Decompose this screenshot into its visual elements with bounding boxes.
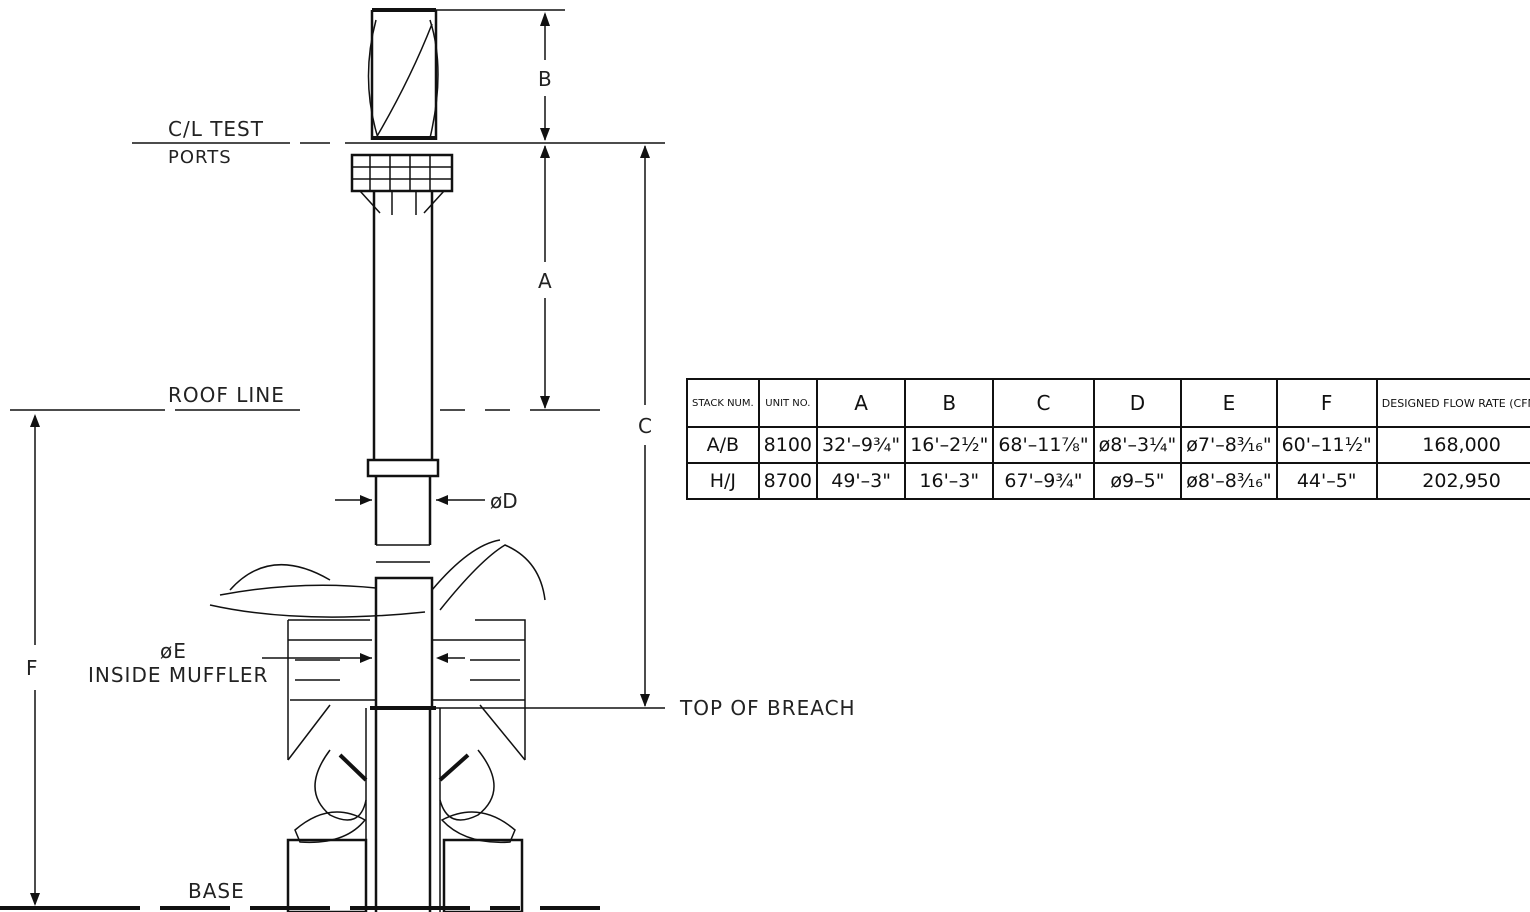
table-cell: H/J [686, 462, 760, 500]
dimension-b-label: B [538, 67, 552, 91]
stack-lower-body [374, 476, 432, 579]
table-cell: 68'–11⅞" [992, 426, 1095, 464]
col-c: C [992, 378, 1095, 428]
table-cell: 168,000 [1375, 426, 1530, 464]
stack-top-section [367, 8, 439, 140]
dimension-c-label: C [638, 414, 652, 438]
table-row: A/B 8100 32'–9¾" 16'–2½" 68'–11⅞" ø8'–3¼… [686, 426, 1530, 464]
table-header-row: STACK NUM. UNIT NO. A B C D E F DESIGNED… [686, 378, 1530, 428]
dimension-f-label: F [26, 656, 38, 680]
dimension-a [540, 145, 550, 409]
col-e: E [1180, 378, 1278, 428]
table-cell: 60'–11½" [1275, 426, 1378, 464]
top-of-breach-label: TOP OF BREACH [679, 696, 856, 720]
table-cell: 67'–9¾" [992, 462, 1095, 500]
table-cell: ø7'–8³⁄₁₆" [1180, 426, 1278, 464]
table-cell: ø8'–3¼" [1092, 426, 1183, 464]
dimension-b [540, 12, 550, 141]
table-cell: 16'–2½" [904, 426, 995, 464]
table-cell: ø8'–8³⁄₁₆" [1180, 462, 1278, 500]
table-cell: 202,950 [1375, 462, 1530, 500]
dimension-d [335, 495, 485, 505]
table-cell: 8100 [757, 426, 819, 464]
table-cell: 16'–3" [904, 462, 995, 500]
table-cell: 32'–9¾" [816, 426, 907, 464]
roof-line-label: ROOF LINE [168, 383, 285, 407]
muffler [209, 539, 546, 761]
dimension-a-label: A [538, 269, 552, 293]
col-flow-rate: DESIGNED FLOW RATE (CFM) [1375, 378, 1530, 428]
col-unit-no: UNIT NO. [757, 378, 819, 428]
dimension-c [640, 145, 650, 707]
dimension-f [30, 414, 40, 906]
col-b: B [904, 378, 995, 428]
inside-muffler-label-line2: INSIDE MUFFLER [88, 663, 268, 687]
breach-inlet [286, 708, 524, 912]
dimension-d-label: øD [490, 489, 518, 513]
test-ports-label-line2: PORTS [168, 147, 232, 168]
table-row: H/J 8700 49'–3" 16'–3" 67'–9¾" ø9–5" ø8'… [686, 462, 1530, 500]
table-cell: 44'–5" [1275, 462, 1378, 500]
col-d: D [1092, 378, 1183, 428]
col-stack-num: STACK NUM. [686, 378, 760, 428]
stack-upper-body [372, 191, 434, 460]
base-label: BASE [188, 879, 245, 903]
inside-muffler-label-line1: øE [160, 639, 187, 663]
table-cell: A/B [686, 426, 760, 464]
table-cell: ø9–5" [1092, 462, 1183, 500]
table-cell: 49'–3" [816, 462, 907, 500]
col-a: A [816, 378, 907, 428]
stack-collar [366, 458, 440, 478]
test-ports-label-line1: C/L TEST [168, 117, 264, 141]
col-f: F [1275, 378, 1378, 428]
test-port-platform [350, 153, 454, 215]
stack-dimension-table: STACK NUM. UNIT NO. A B C D E F DESIGNED… [686, 378, 1530, 500]
table-cell: 8700 [757, 462, 819, 500]
